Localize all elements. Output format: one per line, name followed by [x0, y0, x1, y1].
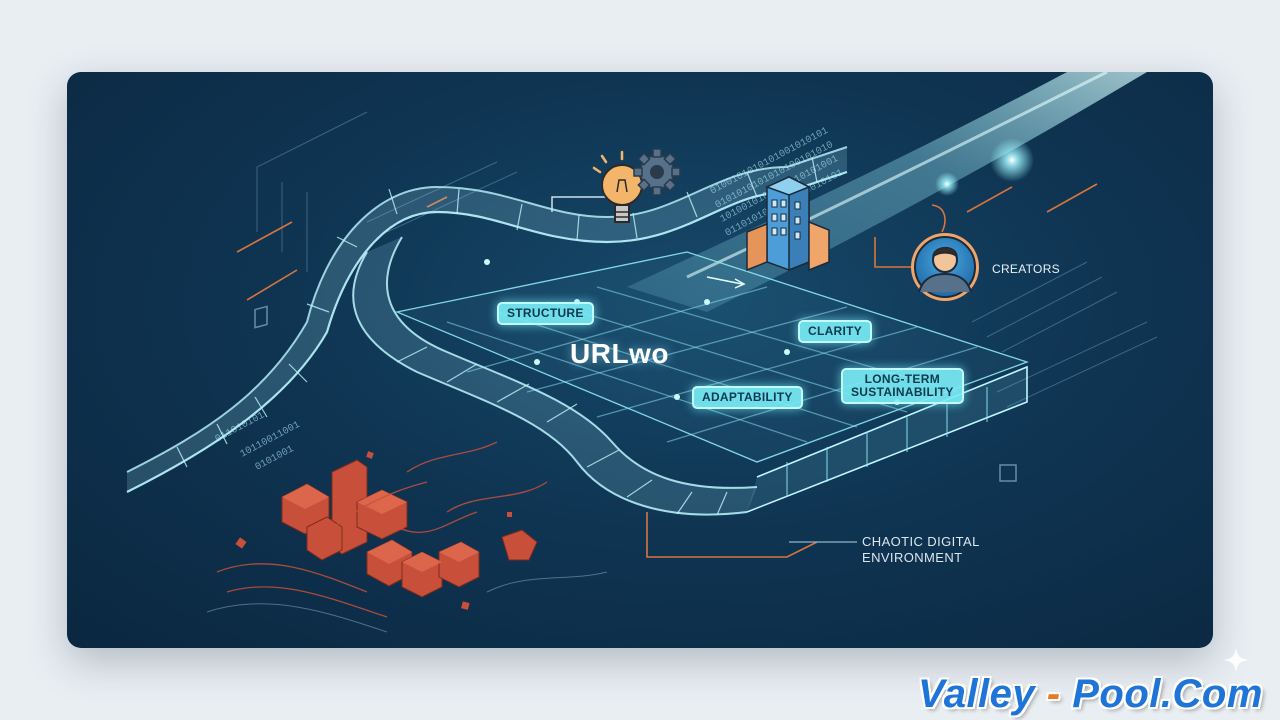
- sparkle-icon: [1223, 647, 1249, 673]
- label-adaptability: ADAPTABILITY: [692, 386, 803, 409]
- gear-icon: [633, 148, 681, 196]
- chaotic-label-line1: CHAOTIC DIGITAL: [862, 534, 980, 549]
- watermark-separator: -: [1035, 672, 1073, 716]
- creators-label: CREATORS: [992, 262, 1060, 276]
- watermark: Valley - Pool.Com: [918, 672, 1263, 717]
- watermark-part1: Valley: [918, 672, 1036, 716]
- creator-avatar-icon: [911, 233, 979, 301]
- orange-accent-lines: [236, 183, 1098, 558]
- label-structure: STRUCTURE: [497, 302, 594, 325]
- chaotic-environment-label: CHAOTIC DIGITAL ENVIRONMENT: [862, 534, 980, 566]
- label-long-term-sustainability: LONG-TERM SUSTAINABILITY: [841, 368, 964, 404]
- lightbulb-icon: [551, 150, 643, 223]
- diagram-panel: 0100101010101001010101 01010101010101001…: [67, 72, 1213, 648]
- circuit-lines: [256, 111, 1158, 408]
- label-clarity: CLARITY: [798, 320, 873, 343]
- watermark-part2: Pool.Com: [1072, 672, 1263, 716]
- diagram-title: URLwo: [570, 338, 669, 369]
- chaotic-label-line2: ENVIRONMENT: [862, 550, 963, 565]
- outline-squares: [254, 305, 1017, 482]
- label-long-term-line1: LONG-TERM: [864, 372, 940, 386]
- buildings-icon: [746, 175, 830, 272]
- chaotic-blocks: [206, 441, 608, 633]
- label-long-term-line2: SUSTAINABILITY: [851, 385, 954, 399]
